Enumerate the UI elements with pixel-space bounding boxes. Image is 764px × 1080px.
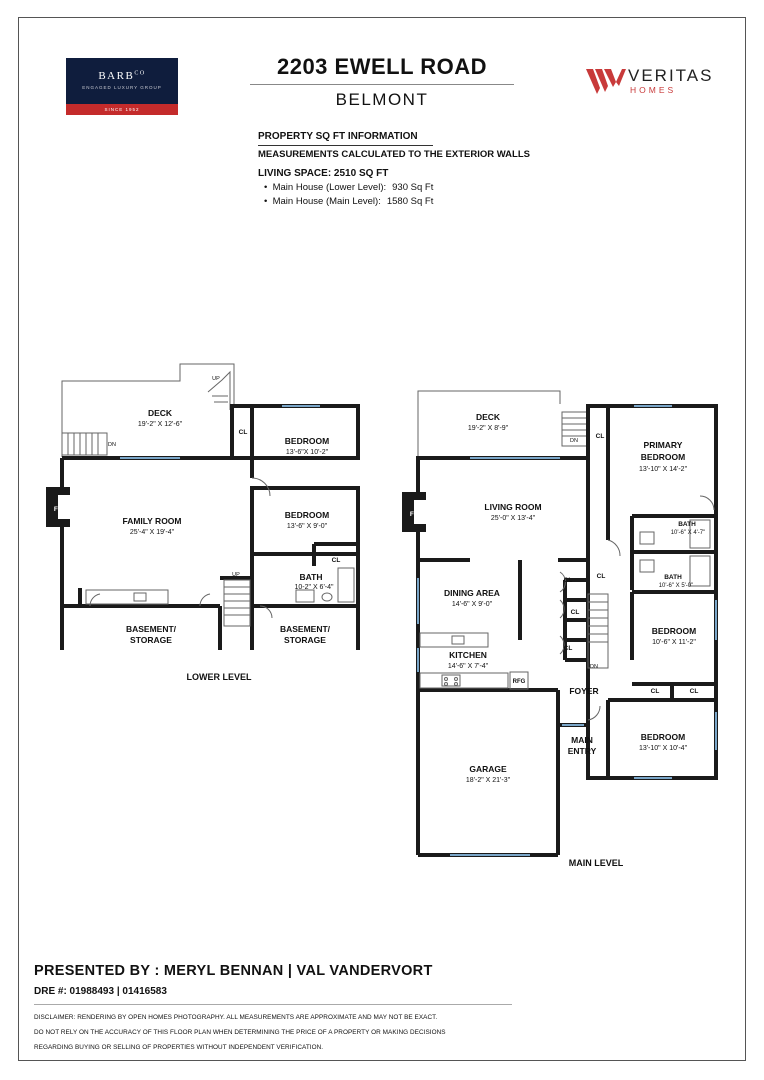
lower-up-label: UP	[212, 376, 220, 382]
kitchen-name: KITCHEN	[449, 650, 487, 660]
bedroom-2-dims: 10'-6" X 11'-2"	[652, 639, 696, 646]
main-level-plan: DECK 19'-2" X 8'-9" PRIMARY BEDROOM 13'-…	[402, 390, 718, 868]
lower-level-caption: LOWER LEVEL	[187, 672, 253, 682]
primary-bedroom-name-2: BEDROOM	[641, 452, 685, 462]
measurement-note: MEASUREMENTS CALCULATED TO THE EXTERIOR …	[258, 149, 530, 160]
primary-bath-dims: 10'-6" X 4'-7"	[671, 530, 706, 536]
dining-area-name: DINING AREA	[444, 588, 500, 598]
main-closet-c-label: CL	[571, 609, 580, 616]
main-entry-label-2: ENTRY	[568, 746, 597, 756]
refrigerator-label: RFG	[513, 679, 526, 685]
primary-bedroom-name: PRIMARY	[644, 440, 683, 450]
main-entry-label: MAIN	[571, 735, 593, 745]
main-stair-dn-label: DN	[590, 664, 598, 670]
sqft-item-lower: • Main House (Lower Level):930 Sq Ft	[264, 182, 434, 193]
property-address: 2203 EWELL ROAD	[276, 54, 488, 79]
family-room-dims: 25'-4" X 19'-4"	[130, 529, 175, 536]
property-city: BELMONT	[335, 90, 429, 109]
dre-numbers: DRE #: 01988493 | 01416583	[34, 986, 167, 997]
sqft-item-label: Main House (Lower Level):	[272, 182, 387, 193]
main-deck-outline	[417, 390, 561, 458]
title-divider	[250, 84, 514, 85]
lower-bedroom-2-name: BEDROOM	[285, 510, 329, 520]
barb-logo-band: SINCE 1952	[66, 104, 178, 115]
lower-stair-up-label: UP	[232, 572, 240, 578]
family-room-name: FAMILY ROOM	[122, 516, 181, 526]
sqft-heading: PROPERTY SQ FT INFORMATION	[258, 131, 418, 142]
veritas-subtext: HOMES	[630, 85, 677, 95]
veritas-homes-logo: VERITAS HOMES	[586, 66, 726, 100]
lower-deck-name: DECK	[148, 408, 173, 418]
primary-bedroom-dims: 13'-10" X 14'-2"	[639, 466, 688, 473]
foyer-label: FOYER	[569, 686, 598, 696]
lower-level-plan: DECK 19'-2" X 12'-6" BEDROOM 13'-6"X 10'…	[46, 363, 360, 682]
sqft-item-main: • Main House (Main Level):1580 Sq Ft	[264, 196, 434, 207]
basement-storage-1-sub: STORAGE	[130, 635, 172, 645]
sqft-info: PROPERTY SQ FT INFORMATION MEASUREMENTS …	[258, 131, 530, 207]
main-closet-a-label: CL	[564, 577, 573, 584]
basement-storage-2-name: BASEMENT/	[280, 624, 331, 634]
main-closet-e-label: CL	[651, 688, 660, 695]
hall-bath-dims: 10'-6" X 5'-0"	[659, 583, 694, 589]
disclaimer: DISCLAIMER: RENDERING BY OPEN HOMES PHOT…	[34, 1010, 524, 1055]
presented-by: PRESENTED BY : MERYL BENNAN | VAL VANDER…	[34, 963, 433, 979]
dining-area-dims: 14'-6" X 9'-0"	[452, 601, 493, 608]
primary-bath-name: BATH	[678, 521, 696, 528]
main-deck-name: DECK	[476, 412, 501, 422]
bedroom-2-name: BEDROOM	[652, 626, 696, 636]
lower-deck-dims: 19'-2" X 12'-6"	[138, 421, 183, 428]
main-deck-dn-label: DN	[570, 438, 578, 444]
lower-bedroom-2-dims: 13'-6" X 9'-0"	[287, 523, 328, 530]
living-room-name: LIVING ROOM	[484, 502, 541, 512]
page-frame	[18, 17, 746, 1061]
lower-fp-label: FP	[54, 506, 63, 513]
lower-deck-stairs	[61, 370, 231, 456]
living-room-dims: 25'-0" X 13'-4"	[491, 515, 536, 522]
main-closet-b-label: CL	[597, 573, 606, 580]
bedroom-3-dims: 13'-10" X 10'-4"	[639, 745, 688, 752]
lower-bedroom-1-name: BEDROOM	[285, 436, 329, 446]
barb-logo-sub: ENGAGED LUXURY GROUP	[82, 85, 162, 90]
garage-dims: 18'-2" X 21'-3"	[466, 777, 511, 784]
lower-inner-stairs	[223, 579, 251, 627]
sqft-divider	[258, 145, 433, 146]
lower-bath-name: BATH	[300, 572, 323, 582]
lower-bath-dims: 10-2" X 6'-4"	[295, 584, 335, 591]
main-inner-stairs	[587, 593, 609, 669]
veritas-wordmark: VERITAS	[628, 66, 714, 85]
disclaimer-line-1: DISCLAIMER: RENDERING BY OPEN HOMES PHOT…	[34, 1014, 438, 1021]
main-closet-f-label: CL	[690, 688, 699, 695]
main-closet-primary-label: CL	[596, 433, 605, 440]
hall-bath-name: BATH	[664, 574, 682, 581]
disclaimer-line-3: REGARDING BUYING OR SELLING OF PROPERTIE…	[34, 1044, 324, 1051]
barb-co-logo: BARBCO ENGAGED LUXURY GROUP SINCE 1952	[66, 58, 178, 115]
main-closet-d-label: CL	[564, 645, 573, 652]
disclaimer-divider	[34, 1004, 512, 1005]
lower-closet-1-label: CL	[239, 429, 248, 436]
lower-dn-label: DN	[108, 442, 116, 448]
living-space: LIVING SPACE: 2510 SQ FT	[258, 168, 389, 179]
basement-storage-2-sub: STORAGE	[284, 635, 326, 645]
lower-deck-outline	[61, 363, 235, 457]
basement-storage-1-name: BASEMENT/	[126, 624, 177, 634]
garage-name: GARAGE	[469, 764, 507, 774]
veritas-mark-icon	[586, 69, 626, 94]
sqft-item-label: Main House (Main Level):	[272, 196, 381, 207]
lower-closet-2-label: CL	[332, 557, 341, 564]
sqft-item-value: 930 Sq Ft	[392, 182, 434, 193]
bedroom-3-name: BEDROOM	[641, 732, 685, 742]
sqft-item-value: 1580 Sq Ft	[386, 196, 434, 207]
barb-logo-name: BARBCO	[98, 70, 146, 82]
main-deck-dims: 19'-2" X 8'-9"	[468, 425, 509, 432]
main-fp-label: FP	[410, 511, 419, 518]
kitchen-dims: 14'-6" X 7'-4"	[448, 663, 489, 670]
lower-bedroom-1-dims: 13'-6"X 10'-2"	[286, 449, 329, 456]
main-level-caption: MAIN LEVEL	[569, 858, 624, 868]
disclaimer-line-2: DO NOT RELY ON THE ACCURACY OF THIS FLOO…	[34, 1029, 446, 1036]
